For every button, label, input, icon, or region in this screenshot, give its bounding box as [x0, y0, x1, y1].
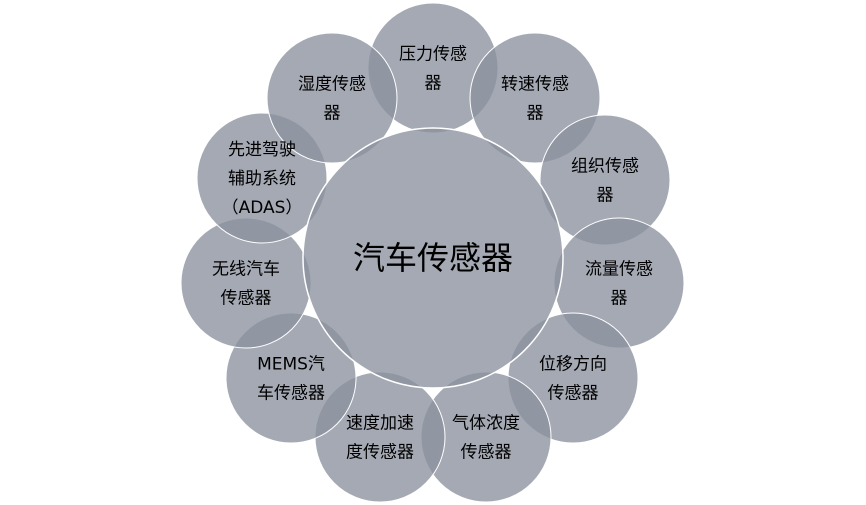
- satellite-labels: 压力传感器转速传感器组织传感器流量传感器位移方向传感器气体浓度传感器速度加速度传…: [212, 45, 653, 463]
- satellite-label-line: 器: [611, 289, 628, 309]
- satellite-label-wireless-sensor: 无线汽车传感器: [212, 260, 280, 309]
- satellite-label-adas: 先进驾驶辅助系统 （ADAS）: [222, 140, 303, 218]
- satellite-label-line: 器: [597, 186, 614, 206]
- satellite-label-line: MEMS汽: [257, 355, 325, 375]
- satellite-label-line: 传感器: [548, 384, 599, 404]
- satellite-label-line: 器: [527, 104, 544, 124]
- satellite-label-speed-sensor: 转速传感器: [501, 75, 569, 124]
- center-label: 汽车传感器: [353, 239, 513, 277]
- satellite-label-line: 传感器: [461, 443, 512, 463]
- satellite-label-line: 流量传感: [585, 260, 653, 280]
- satellite-label-line: 气体浓度: [452, 414, 520, 434]
- satellite-label-line: 度传感器: [346, 443, 414, 463]
- satellite-label-line: 转速传感: [501, 75, 569, 95]
- satellite-label-displacement-sensor: 位移方向传感器: [539, 355, 607, 404]
- satellite-label-line: 车传感器: [257, 384, 325, 404]
- satellite-label-flow-sensor: 流量传感器: [585, 260, 653, 309]
- satellite-label-acceleration-sensor: 速度加速度传感器: [346, 414, 414, 463]
- satellite-label-line: 辅助系统: [228, 169, 296, 189]
- satellite-label-line: 器: [425, 74, 442, 94]
- center-circle: [302, 127, 564, 389]
- satellite-label-line: 先进驾驶: [228, 140, 296, 160]
- satellite-label-line: 无线汽车: [212, 260, 280, 280]
- satellite-label-gas-sensor: 气体浓度传感器: [452, 414, 520, 463]
- satellite-label-line: （ADAS）: [222, 198, 303, 218]
- satellite-label-line: 压力传感: [399, 45, 467, 65]
- satellite-circles: [180, 2, 685, 503]
- satellite-circle-humidity-sensor: [266, 32, 398, 164]
- satellite-label-tissue-sensor: 组织传感器: [571, 157, 639, 206]
- satellite-label-line: 器: [324, 104, 341, 124]
- satellite-label-pressure-sensor: 压力传感器: [399, 45, 467, 94]
- satellite-label-humidity-sensor: 湿度传感器: [298, 75, 366, 124]
- satellite-label-line: 传感器: [221, 289, 272, 309]
- satellite-label-line: 位移方向: [539, 355, 607, 375]
- satellite-label-mems-sensor: MEMS汽车传感器: [257, 355, 325, 404]
- center-node: 汽车传感器: [302, 127, 564, 389]
- satellite-label-line: 湿度传感: [298, 75, 366, 95]
- satellite-label-line: 速度加速: [346, 414, 414, 434]
- satellite-label-line: 组织传感: [571, 157, 639, 177]
